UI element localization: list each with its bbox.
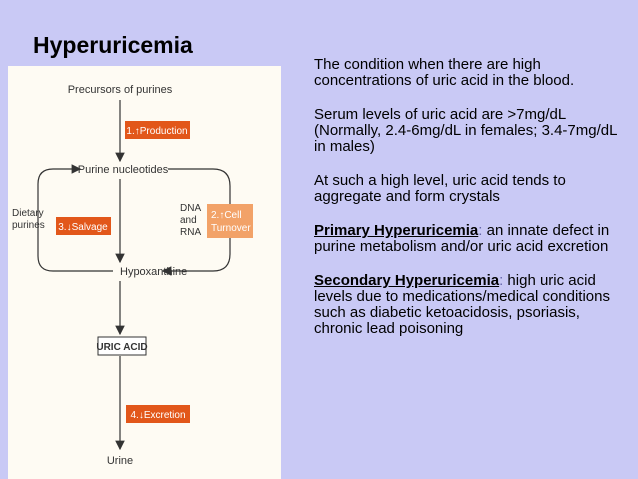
bullet-secondary: Secondary Hyperuricemia: high uric acid … (314, 273, 632, 337)
bullet-serum-levels: Serum levels of uric acid are >7mg/dL (N… (314, 107, 632, 155)
slide-title: Hyperuricemia (33, 32, 193, 58)
box-turnover (207, 204, 253, 238)
node-urine: Urine (107, 455, 133, 467)
bullet-crystals: At such a high level, uric acid tends to… (314, 173, 632, 205)
node-dietary-line2: purines (12, 220, 45, 231)
bullet-text: an innate defect in purine metabolism an… (314, 222, 610, 255)
box-salvage (56, 217, 111, 235)
bullet-text: high uric acid levels due to medications… (314, 272, 610, 337)
bullet-text: Serum levels of uric acid are >7mg/dL (N… (314, 106, 617, 155)
purine-metabolism-diagram: Precursors of purines 1.↑Production Puri… (8, 66, 281, 479)
node-dna-line1: DNA (180, 203, 201, 214)
bullet-term: Primary Hyperuricemia (314, 222, 479, 239)
box-turnover-line1: 2.↑Cell (211, 210, 242, 221)
node-dna-line2: and (180, 215, 197, 226)
node-uric-acid: URIC ACID (96, 342, 147, 353)
bullet-term: Secondary Hyperuricemia (314, 272, 500, 289)
box-production-label: 1.↑Production (126, 126, 187, 137)
box-excretion-label: 4.↓Excretion (130, 410, 185, 421)
bullet-text: At such a high level, uric acid tends to… (314, 172, 566, 205)
node-precursors: Precursors of purines (68, 84, 173, 96)
bullet-definition: The condition when there are high concen… (314, 57, 632, 89)
uric-acid-box (97, 336, 147, 356)
salvage-loop (37, 164, 113, 272)
box-turnover-line2: Turnover (211, 223, 251, 234)
box-production (125, 121, 190, 139)
bullet-list: The condition when there are high concen… (314, 57, 632, 355)
box-salvage-label: 3.↓Salvage (58, 222, 108, 233)
bullet-text: The condition when there are high concen… (314, 56, 575, 89)
bullet-separator: : (478, 222, 483, 239)
bullet-primary: Primary Hyperuricemia: an innate defect … (314, 223, 632, 255)
node-hypoxanthine: Hypoxanthine (120, 266, 187, 278)
bullet-separator: : (499, 272, 504, 289)
node-dietary-line1: Dietary (12, 208, 44, 219)
box-excretion (126, 405, 190, 423)
node-purine-nucleotides: Purine nucleotides (78, 164, 169, 176)
node-dna-line3: RNA (180, 227, 201, 238)
